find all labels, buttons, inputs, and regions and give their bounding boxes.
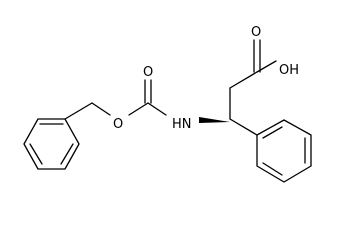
backbone-bonds: [199, 39, 277, 136]
phenyl-ring: [256, 119, 312, 183]
benzyl-ring: [23, 118, 80, 170]
hydroxyl-label: OH: [279, 63, 299, 78]
carbamate-ether-oxygen-label: O: [113, 117, 123, 132]
carbamate-chain-bonds: [64, 79, 167, 120]
amine-label: HN: [172, 117, 192, 132]
carbamate-carbonyl-oxygen-label: O: [143, 65, 153, 80]
wedge-bond: [199, 117, 230, 123]
acid-carbonyl-oxygen-label: O: [251, 25, 261, 40]
molecule-diagram: O OH O O HN: [23, 25, 312, 183]
